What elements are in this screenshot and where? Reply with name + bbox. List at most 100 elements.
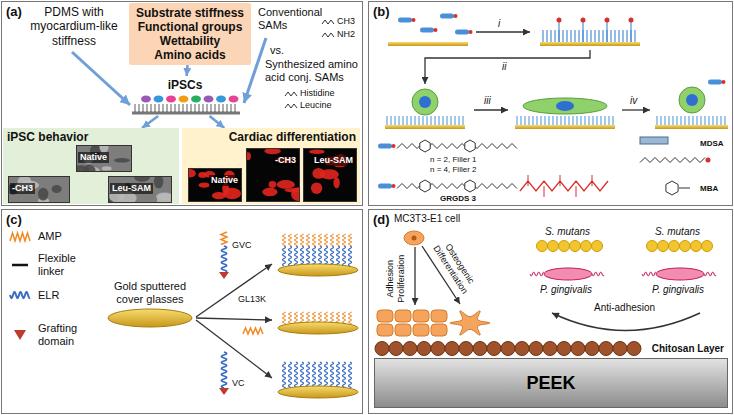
chitosan-bead — [431, 342, 445, 356]
sam-chain — [725, 116, 726, 125]
amp-brush — [342, 312, 346, 324]
sam-chain — [586, 30, 587, 42]
cell-cluster — [114, 158, 130, 163]
substrate-block: PEEK — [374, 358, 728, 408]
annotation-text: PDMS with myocardium-like stiffness — [22, 5, 126, 48]
amp-symbol — [221, 232, 227, 245]
stained-cell — [269, 181, 277, 188]
stained-cell — [333, 177, 339, 188]
result-panel: Cardiac differentiationNative-CH3Leu-SAM — [182, 128, 360, 204]
proliferating-cell — [377, 324, 393, 336]
sam-chain — [561, 116, 562, 125]
cell-cluster — [102, 166, 112, 170]
annotation-text: Gold sputtered cover glasses — [100, 280, 200, 306]
flow-arrow — [425, 50, 590, 84]
sam-chain — [171, 104, 172, 112]
flow-arrow — [474, 109, 508, 110]
step-label: i — [498, 18, 510, 30]
sam-chain — [399, 116, 400, 125]
cell-nucleus — [419, 96, 431, 108]
sam-chain — [147, 104, 148, 112]
sam-chain — [681, 116, 682, 125]
sam-chain — [435, 116, 436, 125]
amp-brush — [348, 312, 352, 324]
sam-chain — [223, 104, 224, 112]
sulfonate-group — [706, 158, 711, 163]
chitosan-bead — [389, 342, 403, 356]
sam-chain — [525, 116, 526, 125]
sam-chain — [155, 104, 156, 112]
flow-connector — [210, 116, 225, 128]
mdsa-symbol — [640, 137, 668, 144]
sam-chain — [589, 116, 590, 125]
chitosan-bead — [543, 342, 557, 356]
side-chain — [560, 175, 561, 186]
elr-symbol — [222, 246, 227, 272]
elr-brush — [331, 362, 334, 388]
cell-cluster — [52, 185, 62, 193]
node-text: Native — [209, 175, 240, 186]
chitosan-bead — [375, 342, 389, 356]
elr-symbol — [10, 292, 30, 298]
benzene-ring — [420, 140, 430, 152]
streptococcus-cell — [669, 241, 680, 252]
streptococcus-cell — [537, 241, 548, 252]
chitosan-bead — [515, 342, 529, 356]
streptococcus-cell — [702, 241, 713, 252]
sam-chain — [598, 30, 599, 42]
elr-brush — [331, 246, 334, 266]
sam-chain — [419, 116, 420, 125]
sam-chain — [517, 116, 518, 125]
elr-brush — [307, 246, 310, 266]
thiol-head — [469, 30, 473, 34]
sam-chain — [570, 30, 571, 42]
cell-name: MC3T3-E1 cell — [394, 213, 474, 225]
coating-name: VC — [232, 378, 252, 389]
panel-b-art — [378, 14, 728, 198]
sam-chain — [183, 104, 184, 112]
molecular-chain — [397, 184, 517, 189]
proliferating-cell — [431, 310, 447, 322]
amp-brush — [282, 312, 286, 324]
sam-chain — [199, 104, 200, 112]
elr-brush — [325, 246, 328, 266]
stained-cell — [262, 188, 277, 196]
proliferating-cell — [395, 310, 411, 322]
sam-chain — [553, 116, 554, 125]
elr-brush — [301, 246, 304, 266]
chitosan-bead — [557, 342, 571, 356]
panel-frame: (b) — [368, 1, 733, 206]
benzene-ring — [465, 140, 475, 152]
sam-chain — [546, 30, 547, 42]
sam-chain — [569, 116, 570, 125]
filler-molecule — [398, 18, 412, 23]
elr-brush — [289, 246, 292, 266]
amp-brush — [324, 234, 328, 246]
stem-cell — [154, 96, 164, 103]
stained-cell — [264, 149, 281, 154]
thiol-head — [392, 184, 396, 188]
sam-chain — [685, 116, 686, 125]
side-chain — [528, 175, 529, 186]
molecule-label: MBA — [700, 184, 730, 194]
side-chain — [576, 186, 577, 197]
grafting-symbol — [219, 272, 229, 279]
peptide-head — [581, 18, 586, 23]
legend-label: Flexible linker — [38, 252, 88, 278]
species-name: S. mutans — [655, 226, 710, 238]
cell-cluster — [38, 188, 48, 201]
stained-cell — [309, 149, 325, 154]
filler-molecule — [455, 30, 469, 35]
streptococcus-cell — [559, 241, 570, 252]
stem-cell — [166, 96, 176, 103]
sam-chain — [411, 116, 412, 125]
species-name: S. mutans — [545, 226, 600, 238]
streptococcus-cell — [691, 241, 702, 252]
flagellum — [592, 272, 604, 276]
amp-brush — [306, 234, 310, 246]
process-label: Adhesion Proliferation — [385, 251, 407, 307]
chitosan-bead — [445, 342, 459, 356]
sam-chain — [709, 116, 710, 125]
molecule-label: MDSA — [700, 139, 730, 149]
